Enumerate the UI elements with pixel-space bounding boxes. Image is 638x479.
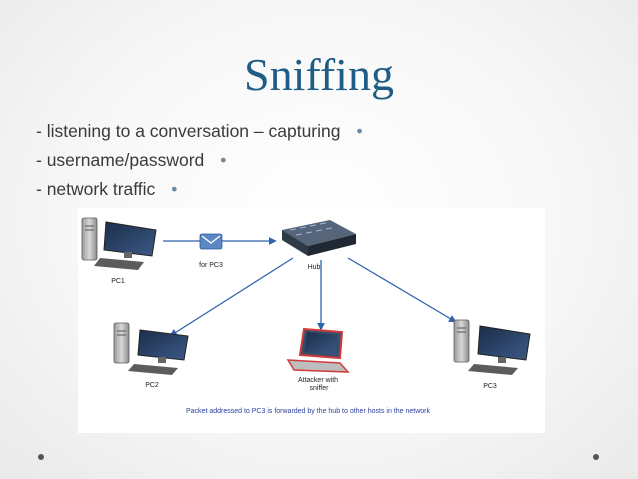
bullet-text: - network traffic — [36, 179, 156, 199]
bullet-item: - listening to a conversation – capturin… — [36, 119, 363, 148]
pc1-label: PC1 — [111, 278, 125, 285]
hub-icon — [282, 220, 356, 256]
pc3-computer-icon — [453, 319, 531, 375]
bullet-item: - username/password • — [36, 148, 363, 177]
pc2-label: PC2 — [145, 382, 159, 389]
packet-label: for PC3 — [199, 262, 223, 269]
bullet-marker: • — [220, 150, 227, 170]
bullet-marker: • — [171, 179, 178, 199]
slide-title: Sniffing — [244, 49, 394, 100]
attacker-laptop-icon — [286, 327, 350, 373]
arrow-hub-to-pc3 — [347, 257, 457, 323]
pc3-label: PC3 — [483, 383, 497, 390]
diagram-caption: Packet addressed to PC3 is forwarded by … — [186, 408, 430, 415]
arrow-hub-to-pc2 — [169, 257, 294, 337]
pc1-computer-icon — [81, 217, 157, 270]
network-diagram-svg: PC1 for PC3 Hub PC2 — [81, 217, 531, 415]
bullet-list: - listening to a conversation – capturin… — [36, 119, 363, 206]
attacker-label-line-2: sniffer — [310, 385, 330, 392]
corner-dot-right — [593, 454, 599, 460]
hub-label: Hub — [308, 264, 321, 271]
bullet-item: - network traffic • — [36, 177, 363, 206]
bullet-marker: • — [356, 121, 363, 141]
corner-dot-left — [38, 454, 44, 460]
bullet-text: - listening to a conversation – capturin… — [36, 121, 341, 141]
packet-envelope-icon — [199, 233, 223, 250]
bullet-text: - username/password — [36, 150, 205, 170]
attacker-label: Attacker with sniffer — [298, 377, 340, 392]
pc2-computer-icon — [113, 322, 189, 375]
network-diagram: PC1 for PC3 Hub PC2 — [78, 208, 545, 433]
attacker-label-line-1: Attacker with — [298, 377, 338, 384]
